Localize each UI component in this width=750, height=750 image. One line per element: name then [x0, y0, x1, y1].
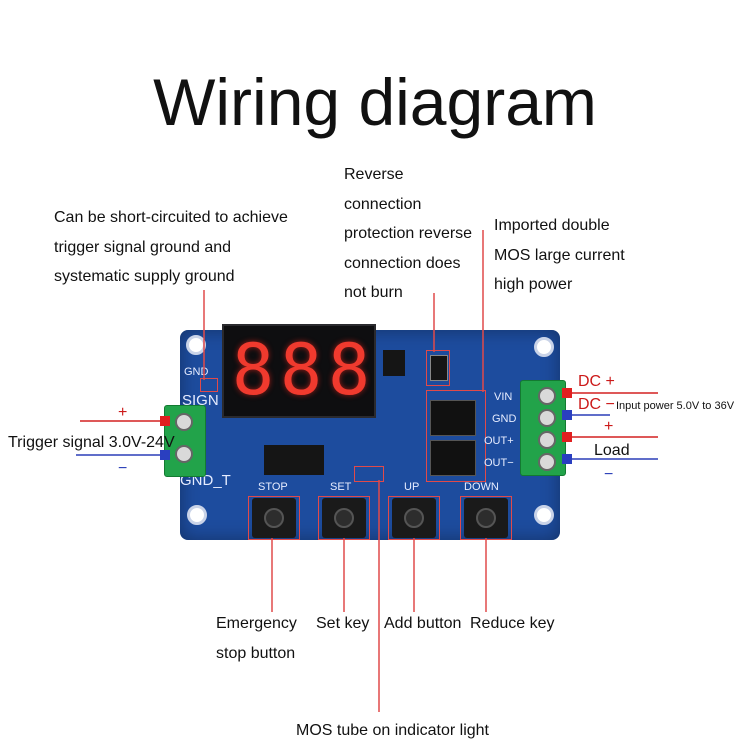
screw-out-minus[interactable] [538, 453, 556, 471]
button-label-set: SET [330, 481, 352, 493]
label-indicator-light: MOS tube on indicator light [296, 722, 489, 739]
callout-box-diode [426, 350, 450, 386]
mount-hole [534, 337, 554, 357]
page-title: Wiring diagram [153, 65, 597, 139]
diode-component [430, 355, 448, 381]
display-digit: 8 [280, 329, 323, 411]
callout-box-indicator [354, 466, 384, 482]
trigger-plug-blue [160, 450, 170, 460]
note-line: stop button [216, 644, 296, 662]
load-minus-sign: − [604, 466, 614, 483]
button-cap [404, 508, 424, 528]
callout-box-mos [426, 390, 486, 482]
trigger-plug-red [160, 416, 170, 426]
stop-button[interactable] [252, 498, 296, 538]
down-button[interactable] [464, 498, 508, 538]
callout-box-stop [248, 496, 300, 540]
note-reverse-protection: Reverse connection protection reverse co… [344, 160, 472, 308]
note-line: systematic supply ground [54, 268, 235, 285]
trigger-signal-label: Trigger signal 3.0V-24V [8, 434, 175, 451]
regulator-chip [383, 350, 405, 376]
up-button[interactable] [392, 498, 436, 538]
label-add-button: Add button [384, 615, 462, 632]
label-reduce-key: Reduce key [470, 615, 555, 632]
screw-vin[interactable] [538, 387, 556, 405]
sign-label: SIGN [182, 392, 219, 409]
button-cap [334, 508, 354, 528]
label-emergency-stop: Emergency stop button [216, 609, 297, 668]
terminal-label-out-plus: OUT+ [484, 435, 514, 447]
terminal-label-gnd: GND [492, 413, 517, 425]
terminal-label-out-minus: OUT− [484, 457, 514, 469]
callout-box-gnd [200, 378, 218, 392]
out-plus-plug-red [562, 432, 572, 442]
load-plus-sign: + [604, 418, 614, 435]
trigger-plus-sign: + [118, 404, 128, 421]
note-line: Reverse [344, 166, 404, 183]
note-line: protection reverse [344, 225, 473, 242]
note-line: Emergency [216, 615, 297, 632]
mosfet-1 [430, 400, 476, 436]
set-button[interactable] [322, 498, 366, 538]
mount-hole [534, 505, 554, 525]
note-line: Imported double [494, 217, 610, 234]
note-line: Can be short-circuited to achieve [54, 209, 288, 226]
note-line: trigger signal ground and [54, 238, 232, 256]
note-line: high power [494, 276, 573, 293]
screw-sign[interactable] [175, 413, 193, 431]
load-label: Load [594, 442, 630, 459]
label-set-key: Set key [316, 615, 370, 632]
note-line: not burn [344, 284, 403, 301]
note-line: MOS large current [494, 246, 625, 264]
note-line: connection does [344, 254, 461, 272]
button-cap [264, 508, 284, 528]
mount-hole [187, 505, 207, 525]
optocoupler-chip [264, 445, 324, 475]
button-label-up: UP [404, 481, 420, 493]
trigger-minus-sign: − [118, 460, 128, 477]
button-label-down: DOWN [464, 481, 499, 493]
mosfet-2 [430, 440, 476, 476]
button-cap [476, 508, 496, 528]
display-digit: 8 [328, 329, 371, 411]
screw-gnd[interactable] [538, 409, 556, 427]
note-mos-power: Imported double MOS large current high p… [494, 211, 625, 300]
input-power-label: Input power 5.0V to 36V [616, 400, 735, 412]
gnd-plug-blue [562, 410, 572, 420]
seven-segment-display: 8 8 8 [222, 324, 376, 418]
screw-gnd-t[interactable] [175, 445, 193, 463]
display-digit: 8 [232, 329, 275, 411]
note-short-circuit: Can be short-circuited to achieve trigge… [54, 203, 288, 292]
terminal-label-vin: VIN [494, 391, 513, 403]
button-label-stop: STOP [258, 481, 288, 493]
out-minus-plug-blue [562, 454, 572, 464]
screw-out-plus[interactable] [538, 431, 556, 449]
dc-plus-label: DC + [578, 373, 615, 390]
dc-minus-label: DC − [578, 396, 615, 413]
vin-plug-red [562, 388, 572, 398]
note-line: connection [344, 195, 422, 213]
gnd-pin-label: GND [184, 366, 209, 378]
